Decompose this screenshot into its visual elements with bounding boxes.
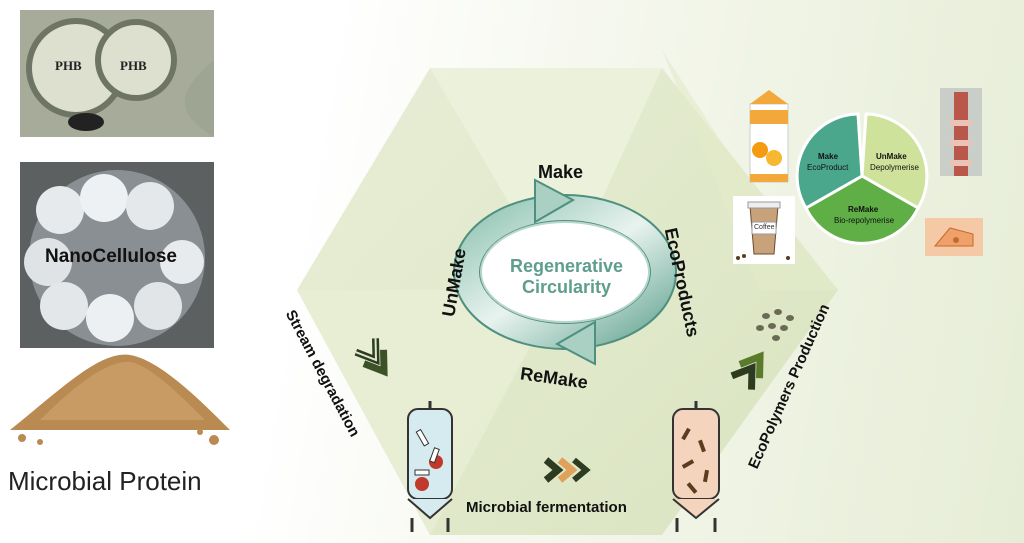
bioreactor-right-icon bbox=[672, 401, 720, 532]
hexagon-facet bbox=[430, 68, 662, 290]
pie-unmake-sub: Depolymerise bbox=[870, 163, 919, 172]
cheese-box-icon bbox=[925, 218, 983, 256]
pie-cycle bbox=[795, 112, 929, 245]
chevron-up-right bbox=[730, 351, 764, 390]
microbial-protein-image bbox=[10, 354, 230, 445]
juice-carton-icon bbox=[749, 90, 789, 183]
phb-micrograph-image bbox=[20, 10, 214, 137]
cycle-arrow-bottom bbox=[554, 320, 596, 366]
pie-remake-title: ReMake bbox=[848, 205, 879, 214]
pie-remake-sub: Bio-repolymerise bbox=[834, 216, 895, 225]
pie-make-sub: EcoProduct bbox=[807, 163, 849, 172]
nanocellulose-label: NanoCellulose bbox=[45, 246, 177, 267]
coffee-cup-icon bbox=[733, 196, 795, 264]
microbial-fermentation-label: Microbial fermentation bbox=[466, 499, 627, 516]
bioreactor-left-icon bbox=[407, 401, 453, 532]
chevron-right-bottom bbox=[543, 457, 591, 483]
nanocellulose-image bbox=[20, 162, 214, 348]
chevron-down-left bbox=[354, 338, 388, 377]
make-label: Make bbox=[538, 162, 584, 182]
cycle-ring bbox=[453, 178, 677, 366]
pie-make-title: Make bbox=[818, 152, 839, 161]
pie-unmake-title: UnMake bbox=[876, 152, 907, 161]
phb-label-1: PHB bbox=[55, 58, 82, 73]
coffee-label: Coffee bbox=[754, 224, 775, 231]
polymer-pellets-icon bbox=[756, 309, 794, 341]
regenerative-label: Regenerative bbox=[510, 256, 624, 276]
pie-segment-make bbox=[795, 112, 864, 211]
phb-label-2: PHB bbox=[120, 58, 147, 73]
bottle-tower-image bbox=[940, 88, 982, 176]
cycle-arrow-top bbox=[534, 178, 576, 224]
circularity-label: Circularity bbox=[522, 277, 612, 297]
microbial-protein-label: Microbial Protein bbox=[8, 466, 202, 496]
